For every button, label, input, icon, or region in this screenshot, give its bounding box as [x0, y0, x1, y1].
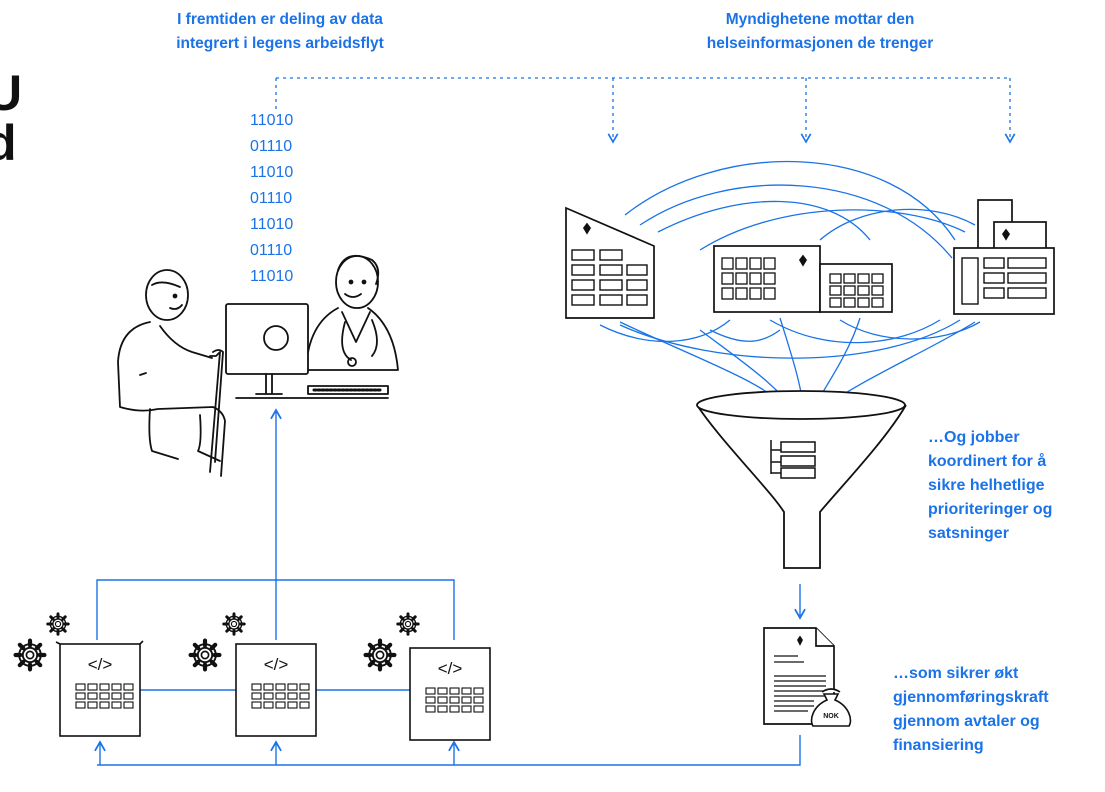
cutoff-title: U d	[0, 68, 22, 168]
keypad-cell	[425, 705, 436, 713]
keypad-cell	[461, 687, 472, 695]
note-line: gjennomføringskraft	[893, 689, 1049, 706]
keypad-cell	[449, 705, 460, 713]
keypad-cell	[275, 683, 286, 691]
keypad-cell	[87, 683, 98, 691]
keypad-cell	[437, 705, 448, 713]
binary-row: 01110	[250, 138, 293, 155]
keypad-cell	[473, 705, 484, 713]
keypad-cell	[99, 683, 110, 691]
keypad-cell	[263, 701, 274, 709]
keypad-cell	[437, 687, 448, 695]
keypad-cell	[251, 701, 262, 709]
keypad-cell	[75, 683, 86, 691]
keypad-cell	[75, 701, 86, 709]
keypad-cell	[437, 696, 448, 704]
keypad-cell	[287, 701, 298, 709]
keypad-cell	[287, 683, 298, 691]
keypad-cell	[473, 696, 484, 704]
keypad-cell	[99, 692, 110, 700]
keypad-cell	[461, 705, 472, 713]
keypad-cell	[75, 692, 86, 700]
keypad-cell	[263, 692, 274, 700]
note-line: finansiering	[893, 737, 984, 754]
cutoff-title-line1: U	[0, 65, 23, 121]
keypad-cell	[251, 692, 262, 700]
binary-row: 11010	[250, 112, 294, 129]
hospital-building-right	[953, 199, 1055, 315]
binary-stream: 11010 01110 11010 01110 11010 01110 1101…	[250, 108, 293, 290]
keypad-cell	[461, 696, 472, 704]
note-line: gjennom avtaler og	[893, 713, 1040, 730]
keypad-cell	[275, 692, 286, 700]
right-caption: Myndighetene mottar den helseinformasjon…	[660, 8, 980, 56]
funnel-icon	[696, 390, 907, 569]
note-line: prioriteringer og	[928, 501, 1053, 518]
note-line: satsninger	[928, 525, 1009, 542]
keypad-cell	[123, 683, 134, 691]
document-icon	[763, 627, 835, 725]
distribution-lines	[275, 77, 1016, 144]
keypad-cell	[449, 696, 460, 704]
left-caption: I fremtiden er deling av data integrert …	[130, 8, 430, 56]
keypad-cell	[287, 692, 298, 700]
keypad-cell	[299, 692, 310, 700]
code-tag-2: </>	[264, 655, 289, 674]
keypad-cell	[473, 687, 484, 695]
keypad-cell	[99, 701, 110, 709]
agreements-note: …som sikrer økt gjennomføringskraft gjen…	[893, 662, 1103, 758]
keypad-cell	[123, 701, 134, 709]
keypad-cell	[251, 683, 262, 691]
hospital-building-left	[565, 206, 655, 319]
code-tag-3: </>	[438, 659, 463, 678]
left-caption-line1: I fremtiden er deling av data	[177, 11, 383, 28]
data-exchange-arcs	[599, 160, 981, 412]
note-line: …som sikrer økt	[893, 665, 1019, 682]
keypad-cell	[299, 701, 310, 709]
keypad-cell	[299, 683, 310, 691]
binary-row: 01110	[250, 190, 293, 207]
binary-row: 11010	[250, 216, 294, 233]
keypad-cell	[275, 701, 286, 709]
keypad-cell	[87, 701, 98, 709]
keypad-cell	[425, 687, 436, 695]
code-tag-1: </>	[88, 655, 113, 674]
money-bag-icon	[810, 688, 852, 727]
cutoff-title-line2: d	[0, 115, 17, 171]
keypad-cell	[111, 692, 122, 700]
coordination-note: …Og jobber koordinert for å sikre helhet…	[928, 426, 1100, 546]
right-caption-line2: helseinformasjonen de trenger	[706, 35, 934, 52]
note-line: …Og jobber	[928, 429, 1020, 446]
keypad-cell	[111, 701, 122, 709]
module-grids	[75, 683, 484, 713]
keypad-cell	[425, 696, 436, 704]
doctor-patient-illustration	[117, 254, 399, 477]
hospital-building-middle	[713, 245, 893, 313]
keypad-cell	[263, 683, 274, 691]
right-caption-line1: Myndighetene mottar den	[725, 11, 915, 28]
left-caption-line2: integrert i legens arbeidsflyt	[176, 35, 384, 52]
keypad-cell	[449, 687, 460, 695]
note-line: koordinert for å	[928, 453, 1047, 470]
keypad-cell	[87, 692, 98, 700]
binary-row: 01110	[250, 242, 293, 259]
note-line: sikre helhetlige	[928, 477, 1045, 494]
money-bag-label: NOK	[823, 713, 839, 720]
keypad-cell	[123, 692, 134, 700]
binary-row: 11010	[250, 164, 294, 181]
module-connectors	[94, 579, 801, 766]
keypad-cell	[111, 683, 122, 691]
binary-row: 11010	[250, 268, 294, 285]
